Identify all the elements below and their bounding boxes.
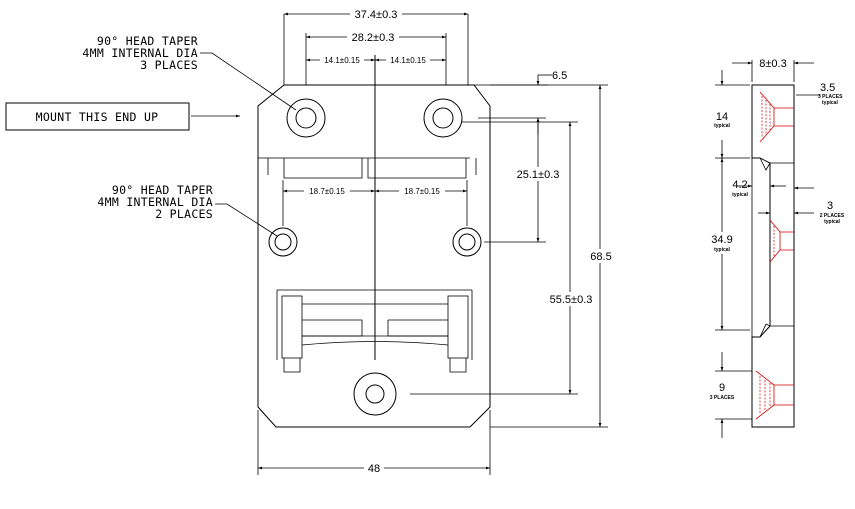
svg-text:3 PLACES: 3 PLACES [140,58,198,72]
dim-34-9: 34.9 [711,234,732,246]
dim-55-5: 55.5±0.3 [550,294,593,306]
lower-clip [276,289,473,373]
callout-mid-holes: 90° HEAD TAPER 4MM INTERNAL DIA 2 PLACES [97,183,278,237]
dim-37-4: 37.4±0.3 [355,9,398,21]
svg-text:4MM INTERNAL DIA: 4MM INTERNAL DIA [82,46,198,60]
dim-48: 48 [368,463,380,475]
svg-text:2 PLACES: 2 PLACES [820,213,845,219]
dim-18-7-left: 18.7±0.15 [309,187,345,196]
dim-25-1: 25.1±0.3 [517,169,560,181]
dim-28-2: 28.2±0.3 [352,32,395,44]
svg-text:2 PLACES: 2 PLACES [155,207,213,221]
dim-8: 8±0.3 [759,58,786,70]
top-left-hole [286,98,326,138]
top-right-hole [423,98,463,138]
dim-68-5: 68.5 [590,251,611,263]
mount-label: MOUNT THIS END UP [36,110,159,124]
side-outline [751,84,795,428]
callout-top-holes: 90° HEAD TAPER 4MM INTERNAL DIA 3 PLACES [82,34,297,111]
mid-left-hole [268,227,298,257]
countersink-bottom [755,370,794,420]
svg-text:typical: typical [824,219,840,225]
dim-9: 9 [719,382,725,394]
dim-3: 3 [827,200,833,212]
dim-4-2: 4.2 [732,179,747,191]
dim-14-1-right: 14.1±0.15 [390,56,426,65]
svg-text:3 PLACES: 3 PLACES [818,94,843,100]
dim-14-1-left: 14.1±0.15 [324,56,360,65]
front-outline [257,84,491,428]
countersink-top [759,91,794,143]
dim-14: 14 [716,111,728,123]
dim-18-7-right: 18.7±0.15 [404,187,440,196]
dim-6-5: 6.5 [552,70,567,82]
front-view: 37.4±0.3 28.2±0.3 14.1±0.15 14.1±0.15 18… [257,7,616,475]
svg-text:90° HEAD TAPER: 90° HEAD TAPER [97,34,198,48]
mid-right-hole [452,227,482,257]
mount-label-box: MOUNT THIS END UP [5,102,240,131]
svg-text:typical: typical [714,123,730,129]
svg-text:4MM INTERNAL DIA: 4MM INTERNAL DIA [97,195,213,209]
svg-text:90° HEAD TAPER: 90° HEAD TAPER [112,183,213,197]
countersink-mid [769,219,794,263]
svg-text:typical: typical [732,192,748,198]
side-view: 8±0.3 3.5 3 PLACES typical 14 typical 4.… [706,58,845,438]
dim-3-5: 3.5 [820,82,835,94]
svg-text:typical: typical [714,247,730,253]
bottom-hole [353,372,397,416]
svg-text:typical: typical [822,100,838,106]
svg-text:3 PLACES: 3 PLACES [710,395,735,401]
